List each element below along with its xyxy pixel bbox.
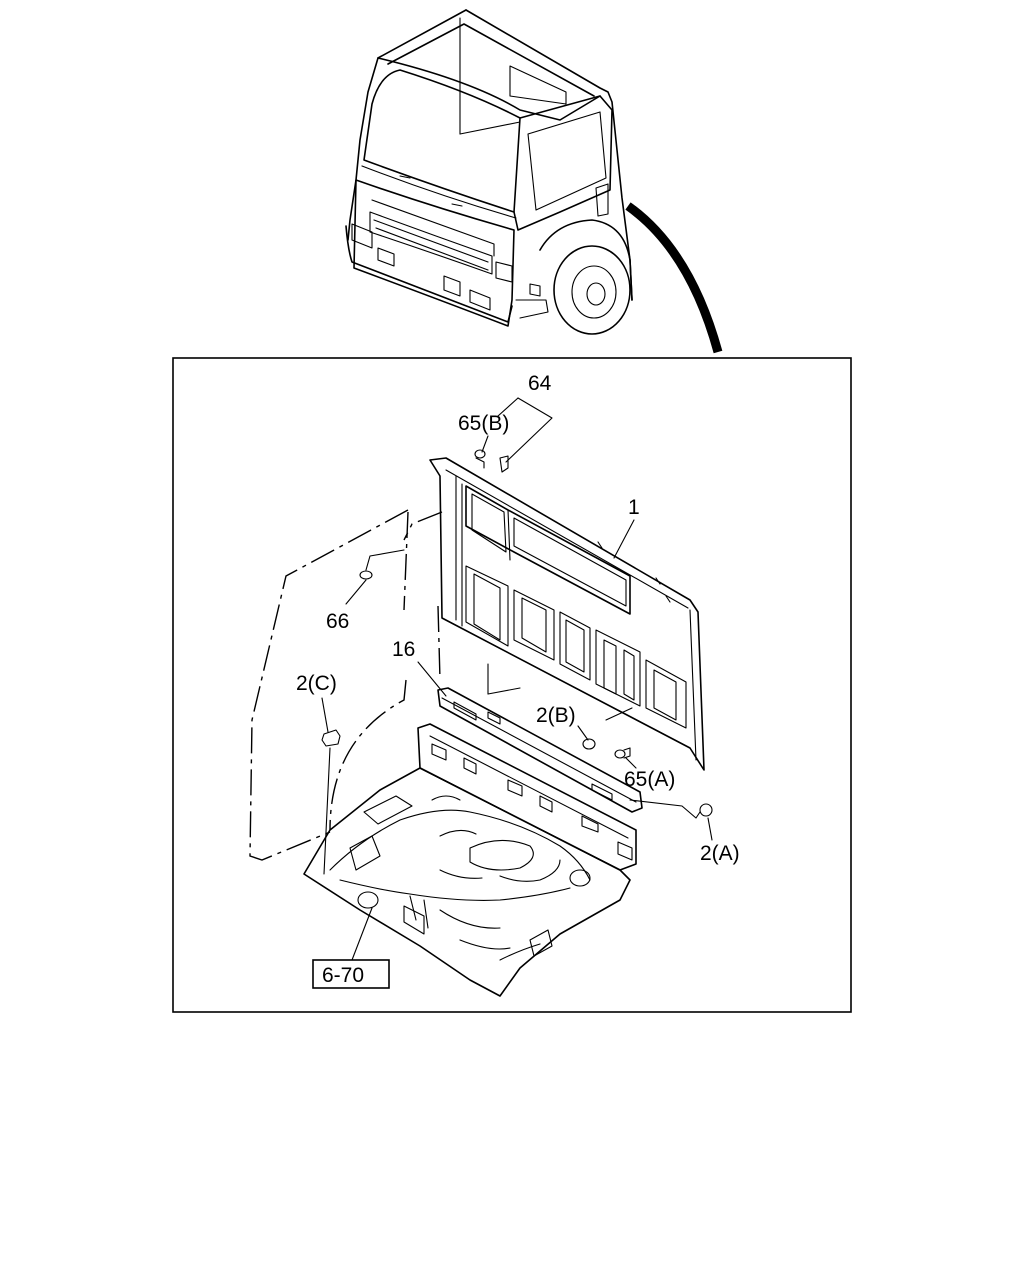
- callout-2c: 2(C): [296, 672, 337, 695]
- callout-64: 64: [528, 372, 552, 395]
- callout-2b: 2(B): [536, 704, 576, 727]
- back-panel-part-1: [429, 457, 705, 771]
- callout-2a: 2(A): [700, 842, 740, 865]
- grommet-2a: [699, 803, 713, 817]
- callout-65b: 65(B): [458, 412, 509, 435]
- reference-line-b: [403, 511, 443, 541]
- reference-box-6-70: [312, 959, 390, 989]
- detail-pointer-arc: [625, 202, 723, 354]
- rail-part-16: [437, 663, 643, 813]
- callout-65a: 65(A): [624, 768, 675, 791]
- detail-frame: [172, 357, 852, 1013]
- grommet-66: [359, 570, 373, 580]
- clip-65b: [474, 449, 486, 469]
- truck-cab-illustration: [345, 9, 633, 335]
- grommet-2b: [582, 738, 596, 750]
- callout-1: 1: [628, 496, 640, 519]
- cab-side-reference-line: [249, 509, 409, 861]
- callout-16: 16: [392, 638, 415, 661]
- plug-2c: [321, 729, 341, 747]
- floor-pan: [303, 723, 637, 997]
- reference-line-a: [403, 511, 409, 611]
- leader-lines: [321, 397, 713, 961]
- clip-64: [499, 455, 509, 473]
- reference-6-70: 6-70: [322, 964, 364, 987]
- reference-line-d: [437, 605, 441, 681]
- reference-line-c: [329, 679, 407, 831]
- callout-66: 66: [326, 610, 349, 633]
- clip-65a: [614, 747, 631, 759]
